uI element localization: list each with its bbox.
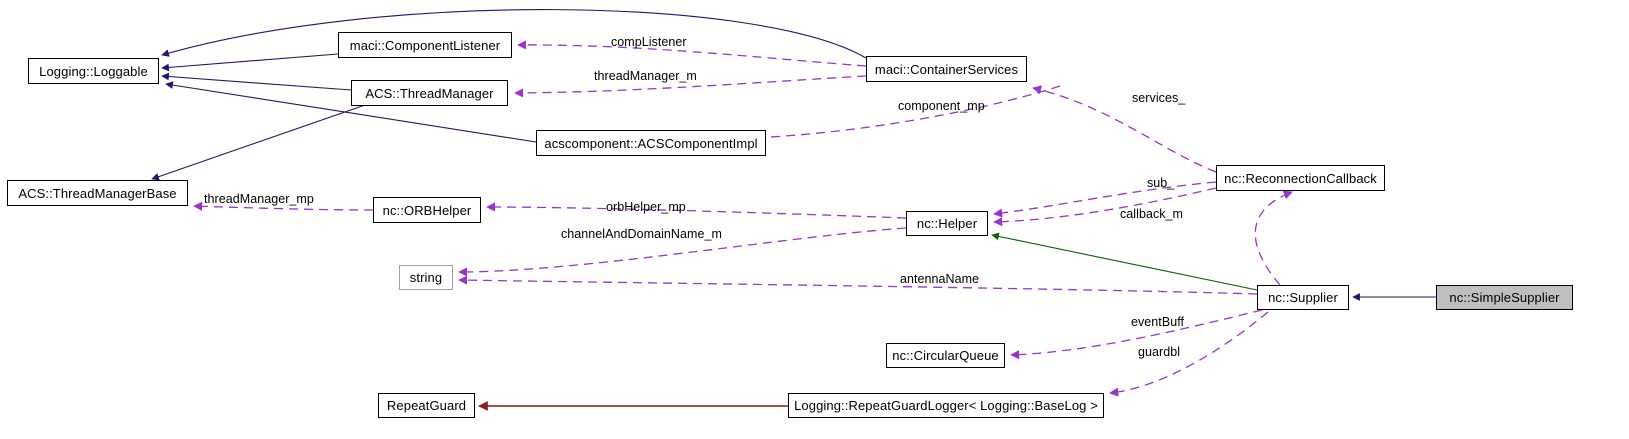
edge-label-eventbuff: eventBuff — [1131, 315, 1185, 329]
node-nc-circularqueue[interactable]: nc::CircularQueue — [886, 343, 1005, 368]
edge-label-threadmanager-m: threadManager_m — [594, 69, 697, 83]
node-acscomponent-acscomponentimpl[interactable]: acscomponent::ACSComponentImpl — [536, 130, 766, 156]
edge-containerservices-to-componentlistener — [517, 40, 867, 67]
edge-label-callback-m: callback_m — [1120, 207, 1184, 221]
node-string[interactable]: string — [399, 265, 453, 290]
edge-supplier-to-reconnectioncallback — [1254, 190, 1293, 286]
node-maci-componentlistener[interactable]: maci::ComponentListener — [338, 32, 512, 58]
node-logging-repeatguardlogger[interactable]: Logging::RepeatGuardLogger< Logging::Bas… — [788, 393, 1104, 418]
edge-label-complistener: compListener — [611, 35, 687, 49]
node-nc-helper[interactable]: nc::Helper — [906, 211, 988, 236]
node-maci-containerservices[interactable]: maci::ContainerServices — [866, 56, 1027, 82]
edge-threadmanager-to-threadmanagerbase — [151, 104, 366, 181]
edge-componentlistener-to-loggable — [161, 53, 339, 72]
edge-label-orbhelper-mp: orbHelper_mp — [606, 200, 686, 214]
node-nc-orbhelper[interactable]: nc::ORBHelper — [373, 197, 481, 223]
edge-reconnectioncallback-to-containerservices — [1032, 85, 1217, 173]
node-acs-threadmanager[interactable]: ACS::ThreadManager — [351, 80, 508, 106]
edge-label-channelanddomainname-m: channelAndDomainName_m — [561, 227, 722, 241]
node-nc-simplesupplier[interactable]: nc::SimpleSupplier — [1436, 285, 1573, 310]
edge-helper-to-orbhelper — [486, 202, 907, 219]
edge-orbhelper-to-threadmanagerbase — [193, 201, 374, 211]
edge-threadmanager-to-loggable — [161, 72, 352, 91]
edge-label-sub: sub_ — [1147, 176, 1175, 190]
node-nc-reconnectioncallback[interactable]: nc::ReconnectionCallback — [1216, 165, 1385, 191]
node-nc-supplier[interactable]: nc::Supplier — [1257, 285, 1349, 310]
edge-label-guardbl: guardbl — [1138, 345, 1181, 359]
edge-supplier-to-helper — [991, 232, 1258, 291]
node-logging-loggable[interactable]: Logging::Loggable — [28, 58, 159, 84]
private-inheritance-edges — [991, 232, 1258, 291]
edge-label-services: services_ — [1132, 91, 1186, 105]
edge-label-antennaname: antennaName — [900, 272, 980, 286]
edge-label-threadmanager-mp: threadManager_mp — [204, 192, 314, 206]
edge-label-component-mp: component_mp — [898, 99, 985, 113]
node-repeatguard[interactable]: RepeatGuard — [378, 393, 475, 418]
edge-containerservices-to-loggable — [161, 9, 867, 59]
node-acs-threadmanagerbase[interactable]: ACS::ThreadManagerBase — [7, 180, 188, 206]
edge-supplier-to-string — [458, 275, 1258, 295]
